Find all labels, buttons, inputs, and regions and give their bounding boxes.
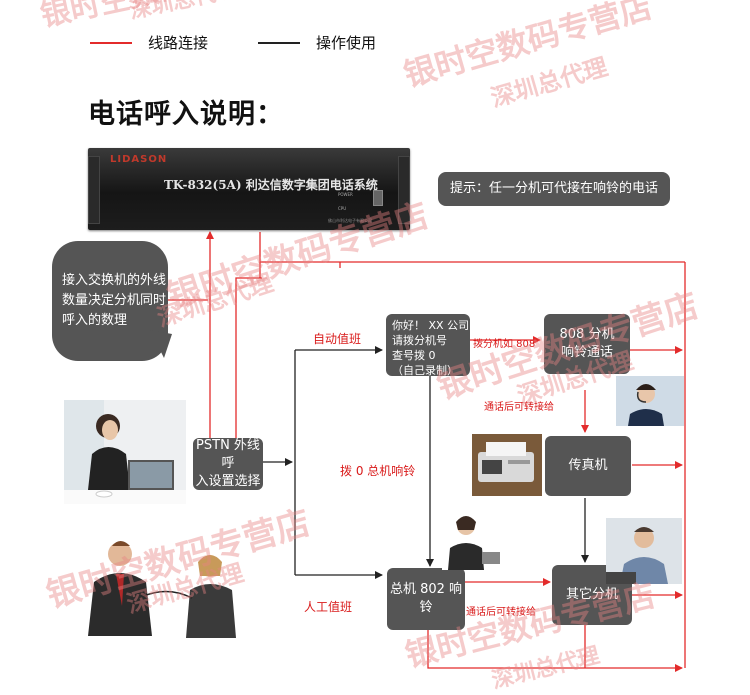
device-maker: 佛山市利达电子有限公司 <box>328 218 372 223</box>
pstn-loop-line <box>235 277 262 440</box>
photo-headset-operator <box>616 376 684 426</box>
device-brand: LIDASON <box>110 154 168 165</box>
transfer-label-2: 通话后可转接给 <box>466 607 536 618</box>
pstn-box: PSTN 外线呼入设置选择 <box>193 438 263 490</box>
legend-line-label: 线路连接 <box>148 34 209 52</box>
dial-0-label: 拨 0 总机响铃 <box>340 464 416 478</box>
photo-man-on-phone <box>606 518 682 584</box>
main-802-box: 总机 802 响铃 <box>387 568 465 630</box>
transfer-label-1: 通话后可转接给 <box>484 402 554 413</box>
ext-808-box: 808 分机响铃通话 <box>544 314 630 374</box>
photo-fax-machine <box>472 434 542 496</box>
page-title: 电话呼入说明： <box>88 99 284 130</box>
legend-red-line <box>90 42 132 44</box>
photo-businesswoman-phone <box>64 400 186 504</box>
fax-box: 传真机 <box>545 436 631 496</box>
photo-woman-on-phone <box>442 508 504 570</box>
device-model: TK-832(5A) 利达信数字集团电话系统 <box>164 178 378 192</box>
dial-808-label: 拨分机如 808 <box>473 339 536 350</box>
legend-operation-label: 操作使用 <box>316 34 377 52</box>
auto-attendant-label: 自动值班 <box>313 332 362 346</box>
trunk-note-bubble: 接入交换机的外线 数量决定分机同时 呼入的数理 <box>52 241 168 361</box>
bottom-bus-line <box>427 630 683 672</box>
photo-arguing-callers <box>64 526 258 640</box>
manual-attendant-label: 人工值班 <box>304 600 353 614</box>
device-bus-line <box>259 232 685 263</box>
device-power-label: POWER <box>338 192 353 197</box>
device-cpu-label: CPU <box>338 206 347 211</box>
greeting-box: 你好！ XX 公司 请拨分机号 查号拨 0 （自己录制） <box>386 314 470 377</box>
bubble-tail <box>150 330 172 358</box>
power-switch <box>373 190 383 206</box>
legend-black-line <box>258 42 300 44</box>
pbx-device: LIDASON TK-832(5A) 利达信数字集团电话系统 POWER CPU… <box>88 148 410 230</box>
tip-box: 提示：任一分机可代接在响铃的电话 <box>438 172 670 206</box>
